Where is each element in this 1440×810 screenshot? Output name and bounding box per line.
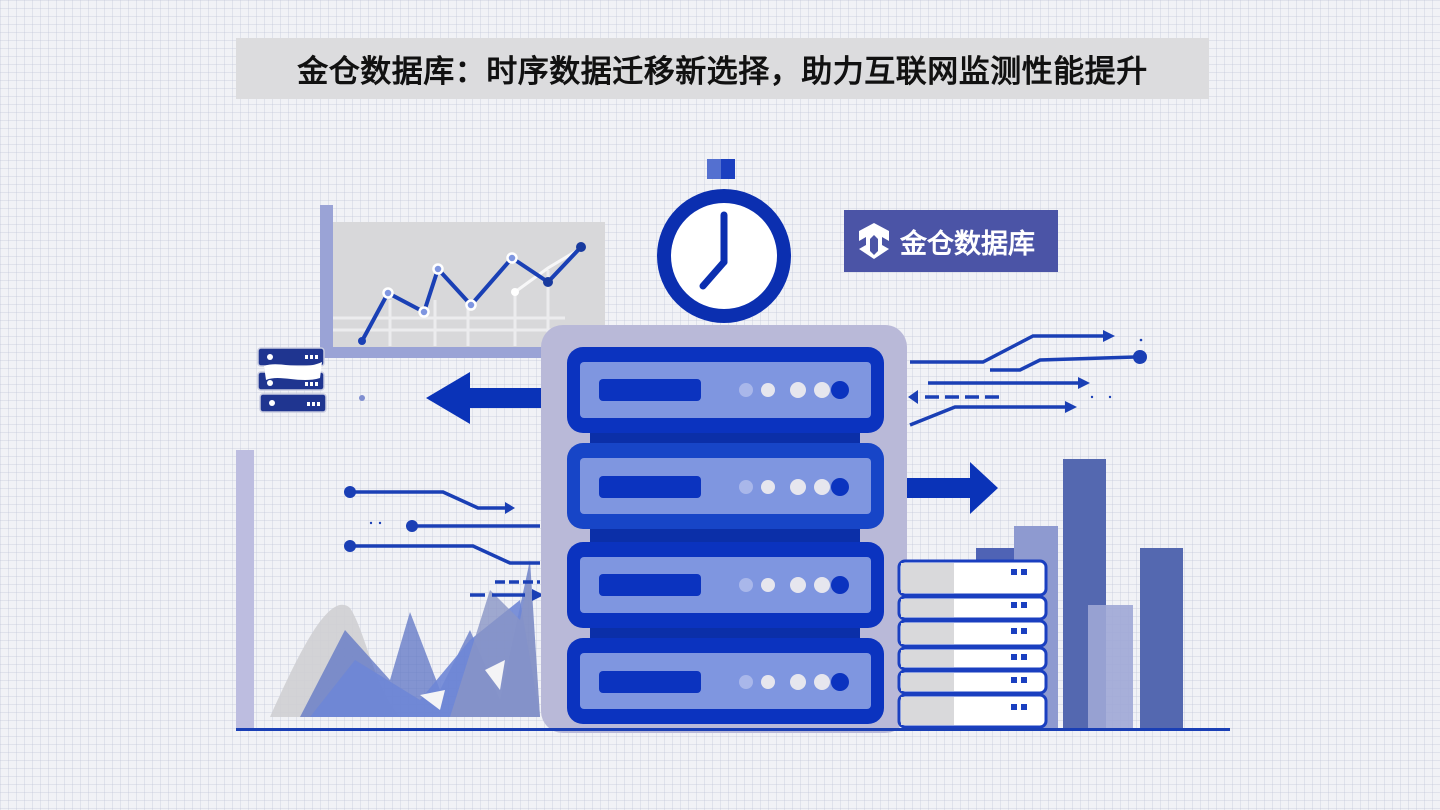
- server-unit: [567, 542, 884, 628]
- page-title: 金仓数据库：时序数据迁移新选择，助力互联网监测性能提升: [297, 54, 1148, 90]
- logo-text: 金仓数据库: [900, 228, 1035, 260]
- kingbase-logo: 金仓数据库: [844, 210, 1058, 272]
- incoming-data-lines: [352, 490, 540, 597]
- stopwatch-icon: [657, 159, 791, 323]
- server-unit: [567, 638, 884, 724]
- right-arrow-icon: [880, 462, 998, 514]
- left-arrow-icon: [426, 372, 570, 424]
- kingbase-logo-icon: [859, 223, 889, 259]
- server-stack: [541, 325, 907, 733]
- small-server-icon: [257, 347, 365, 413]
- outgoing-data-lines: [909, 334, 1136, 427]
- baseline: [236, 728, 1230, 731]
- area-chart-icon: [236, 450, 540, 730]
- server-unit: [567, 347, 884, 433]
- server-unit: [567, 443, 884, 529]
- title-banner: 金仓数据库：时序数据迁移新选择，助力互联网监测性能提升: [236, 38, 1209, 99]
